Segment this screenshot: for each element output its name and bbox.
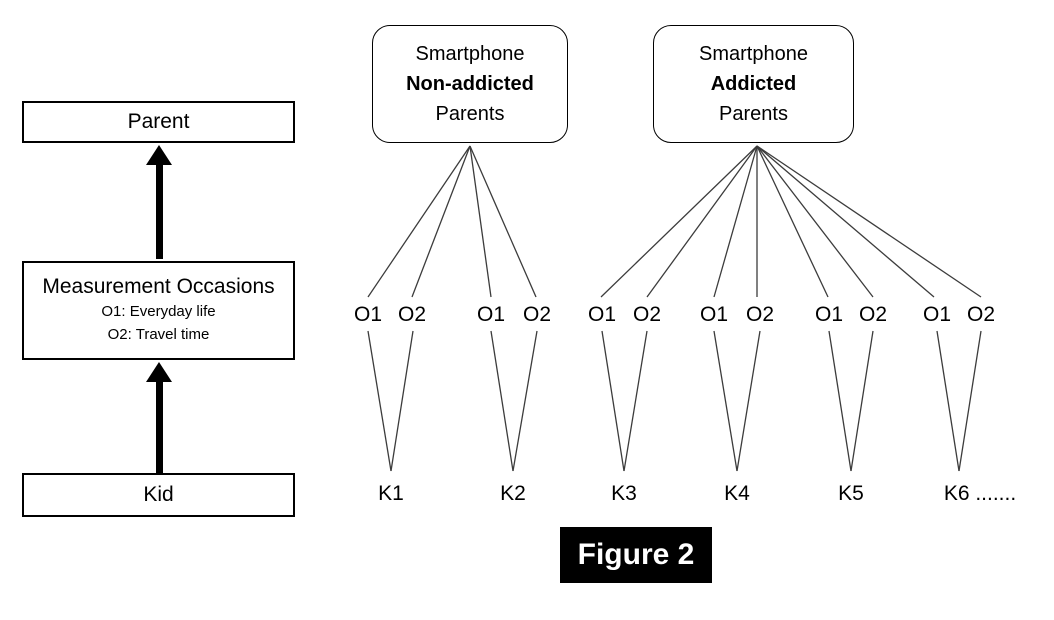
measurement-occasion-2: O2: Travel time — [107, 326, 210, 343]
occasion-label-o2: O2 — [522, 303, 552, 326]
connector-line — [469, 145, 492, 298]
connector-line — [828, 330, 852, 472]
connector-line — [756, 145, 982, 298]
connector-line — [646, 145, 758, 298]
connector-line — [756, 145, 874, 298]
occasion-label-o2: O2 — [397, 303, 427, 326]
connector-line — [490, 330, 514, 472]
connector-line — [713, 330, 738, 472]
connector-line — [411, 145, 471, 298]
occasion-label-o2: O2 — [745, 303, 775, 326]
up-arrow-shaft — [156, 162, 163, 259]
kid-label: K2 — [500, 482, 526, 505]
kid-label: K3 — [611, 482, 637, 505]
occasion-label-o1: O1 — [587, 303, 617, 326]
group-line: Smartphone — [415, 43, 525, 65]
non-addicted-parents-box: Smartphone Non-addicted Parents — [372, 25, 568, 143]
connector-line — [600, 145, 758, 298]
connector-line — [936, 330, 960, 472]
connector-line — [850, 330, 874, 472]
measurement-title: Measurement Occasions — [42, 275, 275, 298]
group-line: Non-addicted — [406, 73, 534, 95]
up-arrow-shaft — [156, 379, 163, 473]
group-line: Smartphone — [699, 43, 808, 65]
occasion-label-o1: O1 — [353, 303, 383, 326]
connector-line — [512, 330, 538, 472]
connector-line — [367, 145, 471, 298]
occasion-label-o1: O1 — [699, 303, 729, 326]
connector-line — [390, 330, 414, 472]
parent-box-label: Parent — [127, 110, 190, 133]
up-arrow-icon — [146, 362, 172, 382]
kid-label: K5 — [838, 482, 864, 505]
measurement-occasions-box: Measurement Occasions O1: Everyday life … — [22, 261, 295, 360]
occasion-label-o2: O2 — [966, 303, 996, 326]
group-line: Parents — [435, 103, 505, 125]
connector-line — [367, 330, 392, 472]
occasion-label-o2: O2 — [858, 303, 888, 326]
occasion-label-o1: O1 — [476, 303, 506, 326]
occasion-label-o1: O1 — [922, 303, 952, 326]
connector-line — [736, 330, 761, 472]
measurement-occasion-1: O1: Everyday life — [101, 303, 216, 320]
connector-line — [756, 145, 829, 298]
connector-line — [713, 145, 758, 298]
group-line: Parents — [719, 103, 788, 125]
up-arrow-icon — [146, 145, 172, 165]
connector-line — [958, 330, 982, 472]
group-line: Addicted — [710, 73, 797, 95]
figure-caption-text: Figure 2 — [577, 538, 695, 571]
occasion-label-o1: O1 — [814, 303, 844, 326]
connector-line — [601, 330, 625, 472]
connector-line — [469, 145, 537, 298]
kid-label: K4 — [724, 482, 750, 505]
addicted-parents-box: Smartphone Addicted Parents — [653, 25, 854, 143]
connector-line — [756, 145, 935, 298]
kid-box: Kid — [22, 473, 295, 517]
kid-label: K1 — [378, 482, 404, 505]
occasion-label-o2: O2 — [632, 303, 662, 326]
connector-line — [623, 330, 648, 472]
kid-label: K6 ....... — [943, 482, 1017, 505]
parent-box: Parent — [22, 101, 295, 143]
kid-box-label: Kid — [143, 483, 174, 506]
figure-caption: Figure 2 — [560, 527, 712, 583]
